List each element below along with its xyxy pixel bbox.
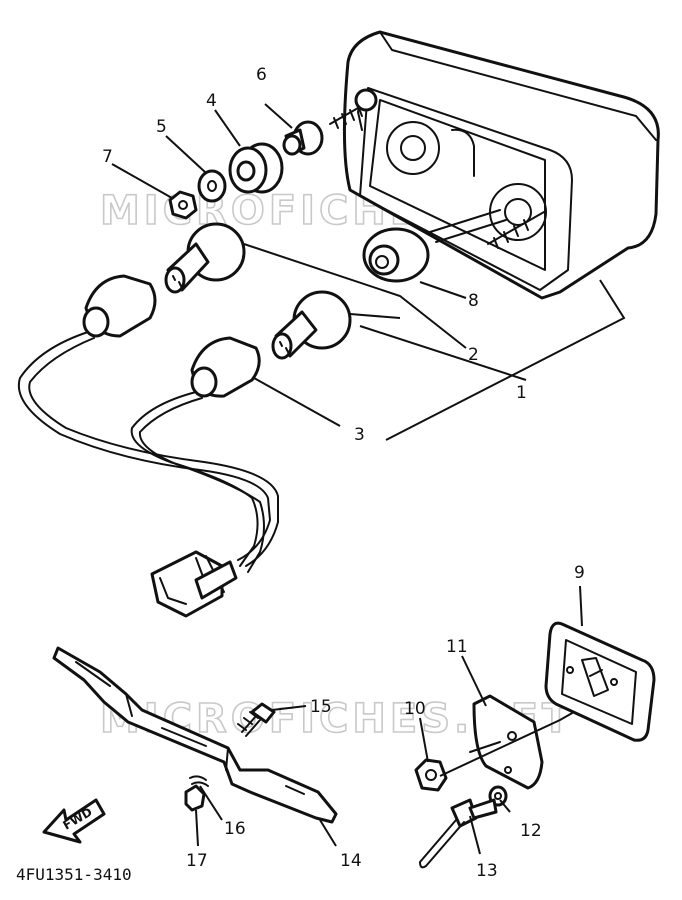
callout-12: 12 [520,821,542,841]
flange-nut [414,758,448,792]
callout-4: 4 [206,91,217,111]
callout-10: 10 [404,699,426,719]
grommet [362,227,430,283]
callout-2: 2 [468,345,479,365]
callout-14: 14 [340,851,362,871]
callout-1: 1 [516,383,527,403]
collar [282,120,324,156]
callout-5: 5 [156,117,167,137]
nut [168,190,198,220]
callout-8: 8 [468,291,479,311]
lock-washer [189,775,209,787]
mounting-stud-lower [487,211,545,249]
mounting-stud-upper [329,88,378,129]
mounting-bracket [52,646,338,824]
bulb-upper [164,222,246,294]
screw [237,702,276,737]
callout-17: 17 [186,851,208,871]
callout-15: 15 [310,697,332,717]
leader-lines [111,103,626,855]
socket-cord-assembly [17,274,279,618]
tail-light-housing [342,30,660,300]
small-nut [184,784,206,812]
callout-13: 13 [476,861,498,881]
damper [228,142,284,194]
callout-16: 16 [224,819,246,839]
forward-direction-arrow: FWD [42,798,106,844]
bracket-plate [469,694,544,790]
callout-11: 11 [446,637,468,657]
callout-3: 3 [354,425,365,445]
callout-6: 6 [256,65,267,85]
callout-9: 9 [574,563,585,583]
license-lens [544,621,656,742]
diagram-code: 4FU1351-3410 [16,865,132,884]
washer [197,169,227,203]
callout-7: 7 [102,147,113,167]
rivet [419,798,498,869]
bulb-lower [271,290,352,360]
